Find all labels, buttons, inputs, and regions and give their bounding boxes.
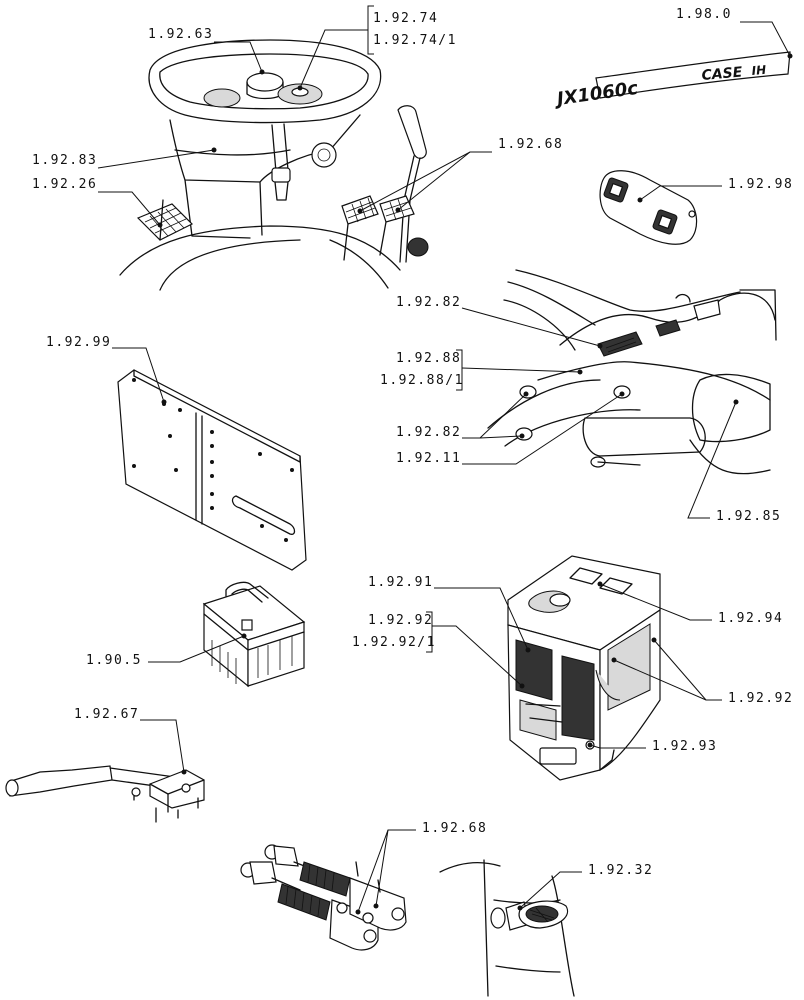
decal-brand-text: CASE [701, 64, 743, 84]
callout-cab-door: 1.92.92 1.92.92/1 [352, 611, 525, 689]
callout-steering-controls: 1.92.74 1.92.74/1 [297, 5, 457, 91]
label-1-92-32: 1.92.32 [588, 863, 653, 878]
callout-steering-column: 1.92.63 [148, 27, 265, 75]
cab-assembly [507, 555, 661, 781]
label-1-98-0: 1.98.0 [676, 7, 732, 22]
label-1-92-88-1: 1.92.88/1 [380, 373, 464, 388]
callout-cab-mirror: 1.92.93 [587, 739, 717, 754]
label-1-92-92-right: 1.92.92 [728, 691, 793, 706]
label-1-92-98: 1.92.98 [728, 177, 793, 192]
callout-seat-panel: 1.92.85 [687, 399, 781, 524]
callout-handbrake: 1.92.67 [74, 707, 187, 775]
label-1-90-5: 1.90.5 [86, 653, 142, 668]
toolbox [202, 581, 306, 688]
callout-cab-windows: 1.92.92 [611, 637, 793, 706]
callout-cab-frame: 1.92.91 [368, 575, 531, 653]
label-1-92-83: 1.92.83 [32, 153, 97, 168]
steering-column-assembly [119, 39, 429, 291]
mounting-plate [117, 369, 307, 571]
callout-foot-pedal: 1.92.32 [517, 863, 653, 911]
callout-console-knob: 1.92.11 [396, 391, 625, 466]
handbrake-lever [5, 765, 205, 823]
label-1-92-82-top: 1.92.82 [396, 295, 461, 310]
switch-plate [599, 170, 698, 245]
label-1-92-74: 1.92.74 [373, 11, 438, 26]
label-1-92-91: 1.92.91 [368, 575, 433, 590]
callout-master-cylinders: 1.92.68 [355, 821, 487, 915]
label-1-92-92-1: 1.92.92/1 [352, 635, 436, 650]
label-1-92-74-1: 1.92.74/1 [373, 33, 457, 48]
label-1-92-85: 1.92.85 [716, 509, 781, 524]
callout-mounting-plate: 1.92.99 [46, 335, 167, 405]
callout-pedal-right: 1.92.68 [357, 137, 563, 214]
callout-decals: 1.98.0 [676, 7, 793, 59]
callout-console: 1.92.88 1.92.88/1 [380, 349, 583, 391]
label-1-92-82-bottom: 1.92.82 [396, 425, 461, 440]
label-1-92-67: 1.92.67 [74, 707, 139, 722]
callout-dash-panel: 1.92.83 [32, 147, 217, 169]
label-1-92-92: 1.92.92 [368, 613, 433, 628]
callout-pedal-left: 1.92.26 [32, 177, 163, 228]
label-1-92-68-top: 1.92.68 [498, 137, 563, 152]
pedal-grid-left [144, 207, 187, 237]
label-1-92-99: 1.92.99 [46, 335, 111, 350]
callout-toolbox: 1.90.5 [86, 633, 247, 668]
label-1-92-11: 1.92.11 [396, 451, 461, 466]
label-1-92-63: 1.92.63 [148, 27, 213, 42]
callout-switch-plate: 1.92.98 [637, 177, 793, 203]
callout-cab-roof: 1.92.94 [597, 581, 783, 626]
label-1-92-26: 1.92.26 [32, 177, 97, 192]
label-1-92-94: 1.92.94 [718, 611, 783, 626]
master-cylinders [240, 844, 407, 951]
label-1-92-68-bottom: 1.92.68 [422, 821, 487, 836]
decal-strip: JX1060c CASE IH [553, 51, 791, 111]
foot-pedal-assembly [439, 859, 575, 997]
decal-model-text: JX1060c [553, 78, 640, 111]
decal-brand-mark: IH [751, 63, 767, 78]
label-1-92-93: 1.92.93 [652, 739, 717, 754]
callout-console-vent: 1.92.82 [396, 295, 603, 349]
console-assembly [487, 269, 777, 475]
label-1-92-88: 1.92.88 [396, 351, 461, 366]
callout-console-knobs: 1.92.82 [396, 391, 529, 440]
